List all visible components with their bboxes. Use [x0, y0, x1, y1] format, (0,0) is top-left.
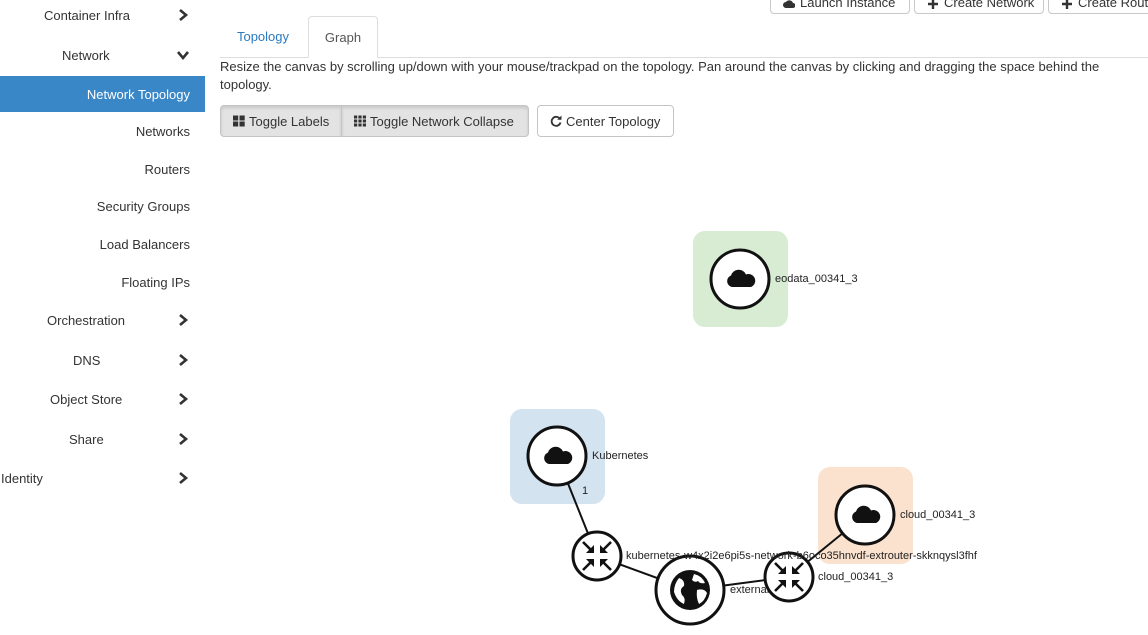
chevron-right-icon [176, 471, 190, 485]
sidebar-item-orchestration[interactable]: Orchestration [0, 302, 205, 338]
sidebar-item-network-topology[interactable]: Network Topology [0, 76, 205, 112]
sidebar-item-label: Routers [144, 161, 190, 177]
sidebar-item-networks[interactable]: Networks [0, 113, 205, 149]
create-router-label: Create Router [1078, 0, 1148, 10]
tab-bar: Topology Graph [220, 16, 1148, 58]
sidebar-item-label: Share [69, 431, 104, 447]
sidebar-item-label: Network [62, 47, 110, 63]
toggle-network-collapse-label: Toggle Network Collapse [370, 113, 514, 129]
router-node-cloud[interactable] [763, 551, 815, 603]
sidebar-item-label: Networks [135, 123, 190, 139]
chevron-right-icon [176, 432, 190, 446]
router-node-kubernetes[interactable] [571, 530, 623, 582]
chevron-down-icon [176, 48, 190, 62]
sidebar-item-share[interactable]: Share [0, 421, 205, 457]
sidebar-item-routers[interactable]: Routers [0, 151, 205, 187]
toggle-labels-label: Toggle Labels [249, 113, 330, 129]
sidebar-item-label: Floating IPs [121, 274, 190, 290]
sidebar-item-floating-ips[interactable]: Floating IPs [0, 264, 205, 300]
network-node-kubernetes[interactable] [526, 425, 588, 487]
sidebar-item-label: Container Infra [44, 7, 130, 23]
create-network-label: Create Network [944, 0, 1035, 10]
sidebar-item-object-store[interactable]: Object Store [0, 381, 205, 417]
sidebar-item-label: Object Store [50, 391, 123, 407]
toggle-network-collapse-button[interactable]: Toggle Network Collapse [341, 105, 529, 137]
tab-graph[interactable]: Graph [308, 16, 378, 58]
network-label-eodata: eodata_00341_3 [775, 273, 858, 285]
sidebar-item-container-infra[interactable]: Container Infra [0, 0, 205, 33]
router-label-kubernetes: kubernetes-w4x2i2e6pi5s-network-b6oco35h… [626, 550, 978, 562]
th-large-icon [233, 115, 245, 127]
tab-topology[interactable]: Topology [220, 16, 306, 57]
network-label-cloud: cloud_00341_3 [900, 509, 975, 521]
network-node-eodata[interactable] [709, 248, 771, 310]
plus-icon [1061, 0, 1073, 10]
router-label-cloud: cloud_00341_3 [818, 571, 893, 583]
plus-icon [927, 0, 939, 10]
cloud-upload-icon [783, 0, 796, 10]
sidebar-item-dns[interactable]: DNS [0, 342, 205, 378]
chevron-right-icon [176, 392, 190, 406]
topology-canvas[interactable]: 1 eodata_00341_3 Kubernetes cloud_00341_… [205, 140, 1148, 635]
sidebar-item-identity[interactable]: Identity [0, 460, 205, 496]
refresh-icon [550, 115, 562, 127]
sidebar-item-label: Network Topology [86, 86, 190, 102]
chevron-right-icon [176, 8, 190, 22]
tab-label: Graph [324, 29, 362, 45]
sidebar-item-label: Load Balancers [99, 236, 190, 252]
topology-graph[interactable]: 1 eodata_00341_3 Kubernetes cloud_00341_… [205, 140, 1148, 635]
network-node-cloud[interactable] [834, 484, 896, 546]
network-label-kubernetes: Kubernetes [592, 450, 649, 462]
sidebar-item-label: Security Groups [96, 198, 190, 214]
external-network-label: external [730, 584, 769, 596]
help-text: Resize the canvas by scrolling up/down w… [220, 59, 1100, 92]
create-router-button[interactable]: Create Router [1048, 0, 1148, 14]
sidebar-item-label: Orchestration [47, 312, 126, 328]
external-network-node[interactable] [654, 554, 726, 626]
toggle-labels-button[interactable]: Toggle Labels [220, 105, 342, 137]
globe-icon [670, 570, 710, 610]
tab-label: Topology [236, 29, 290, 44]
sidebar-item-load-balancers[interactable]: Load Balancers [0, 226, 205, 262]
sidebar-item-label: Identity [1, 470, 43, 486]
launch-instance-button[interactable]: Launch Instance [770, 0, 910, 14]
chevron-right-icon [176, 353, 190, 367]
sidebar-item-network[interactable]: Network [0, 37, 205, 73]
launch-instance-label: Launch Instance [800, 0, 896, 10]
sidebar-item-label: DNS [73, 352, 101, 368]
center-topology-button[interactable]: Center Topology [537, 105, 674, 137]
chevron-right-icon [176, 313, 190, 327]
sidebar-item-security-groups[interactable]: Security Groups [0, 188, 205, 224]
sidebar: Container Infra Network Network Topology… [0, 0, 205, 635]
link-port-count: 1 [582, 485, 588, 497]
th-icon [354, 115, 366, 127]
create-network-button[interactable]: Create Network [914, 0, 1044, 14]
center-topology-label: Center Topology [566, 113, 661, 129]
